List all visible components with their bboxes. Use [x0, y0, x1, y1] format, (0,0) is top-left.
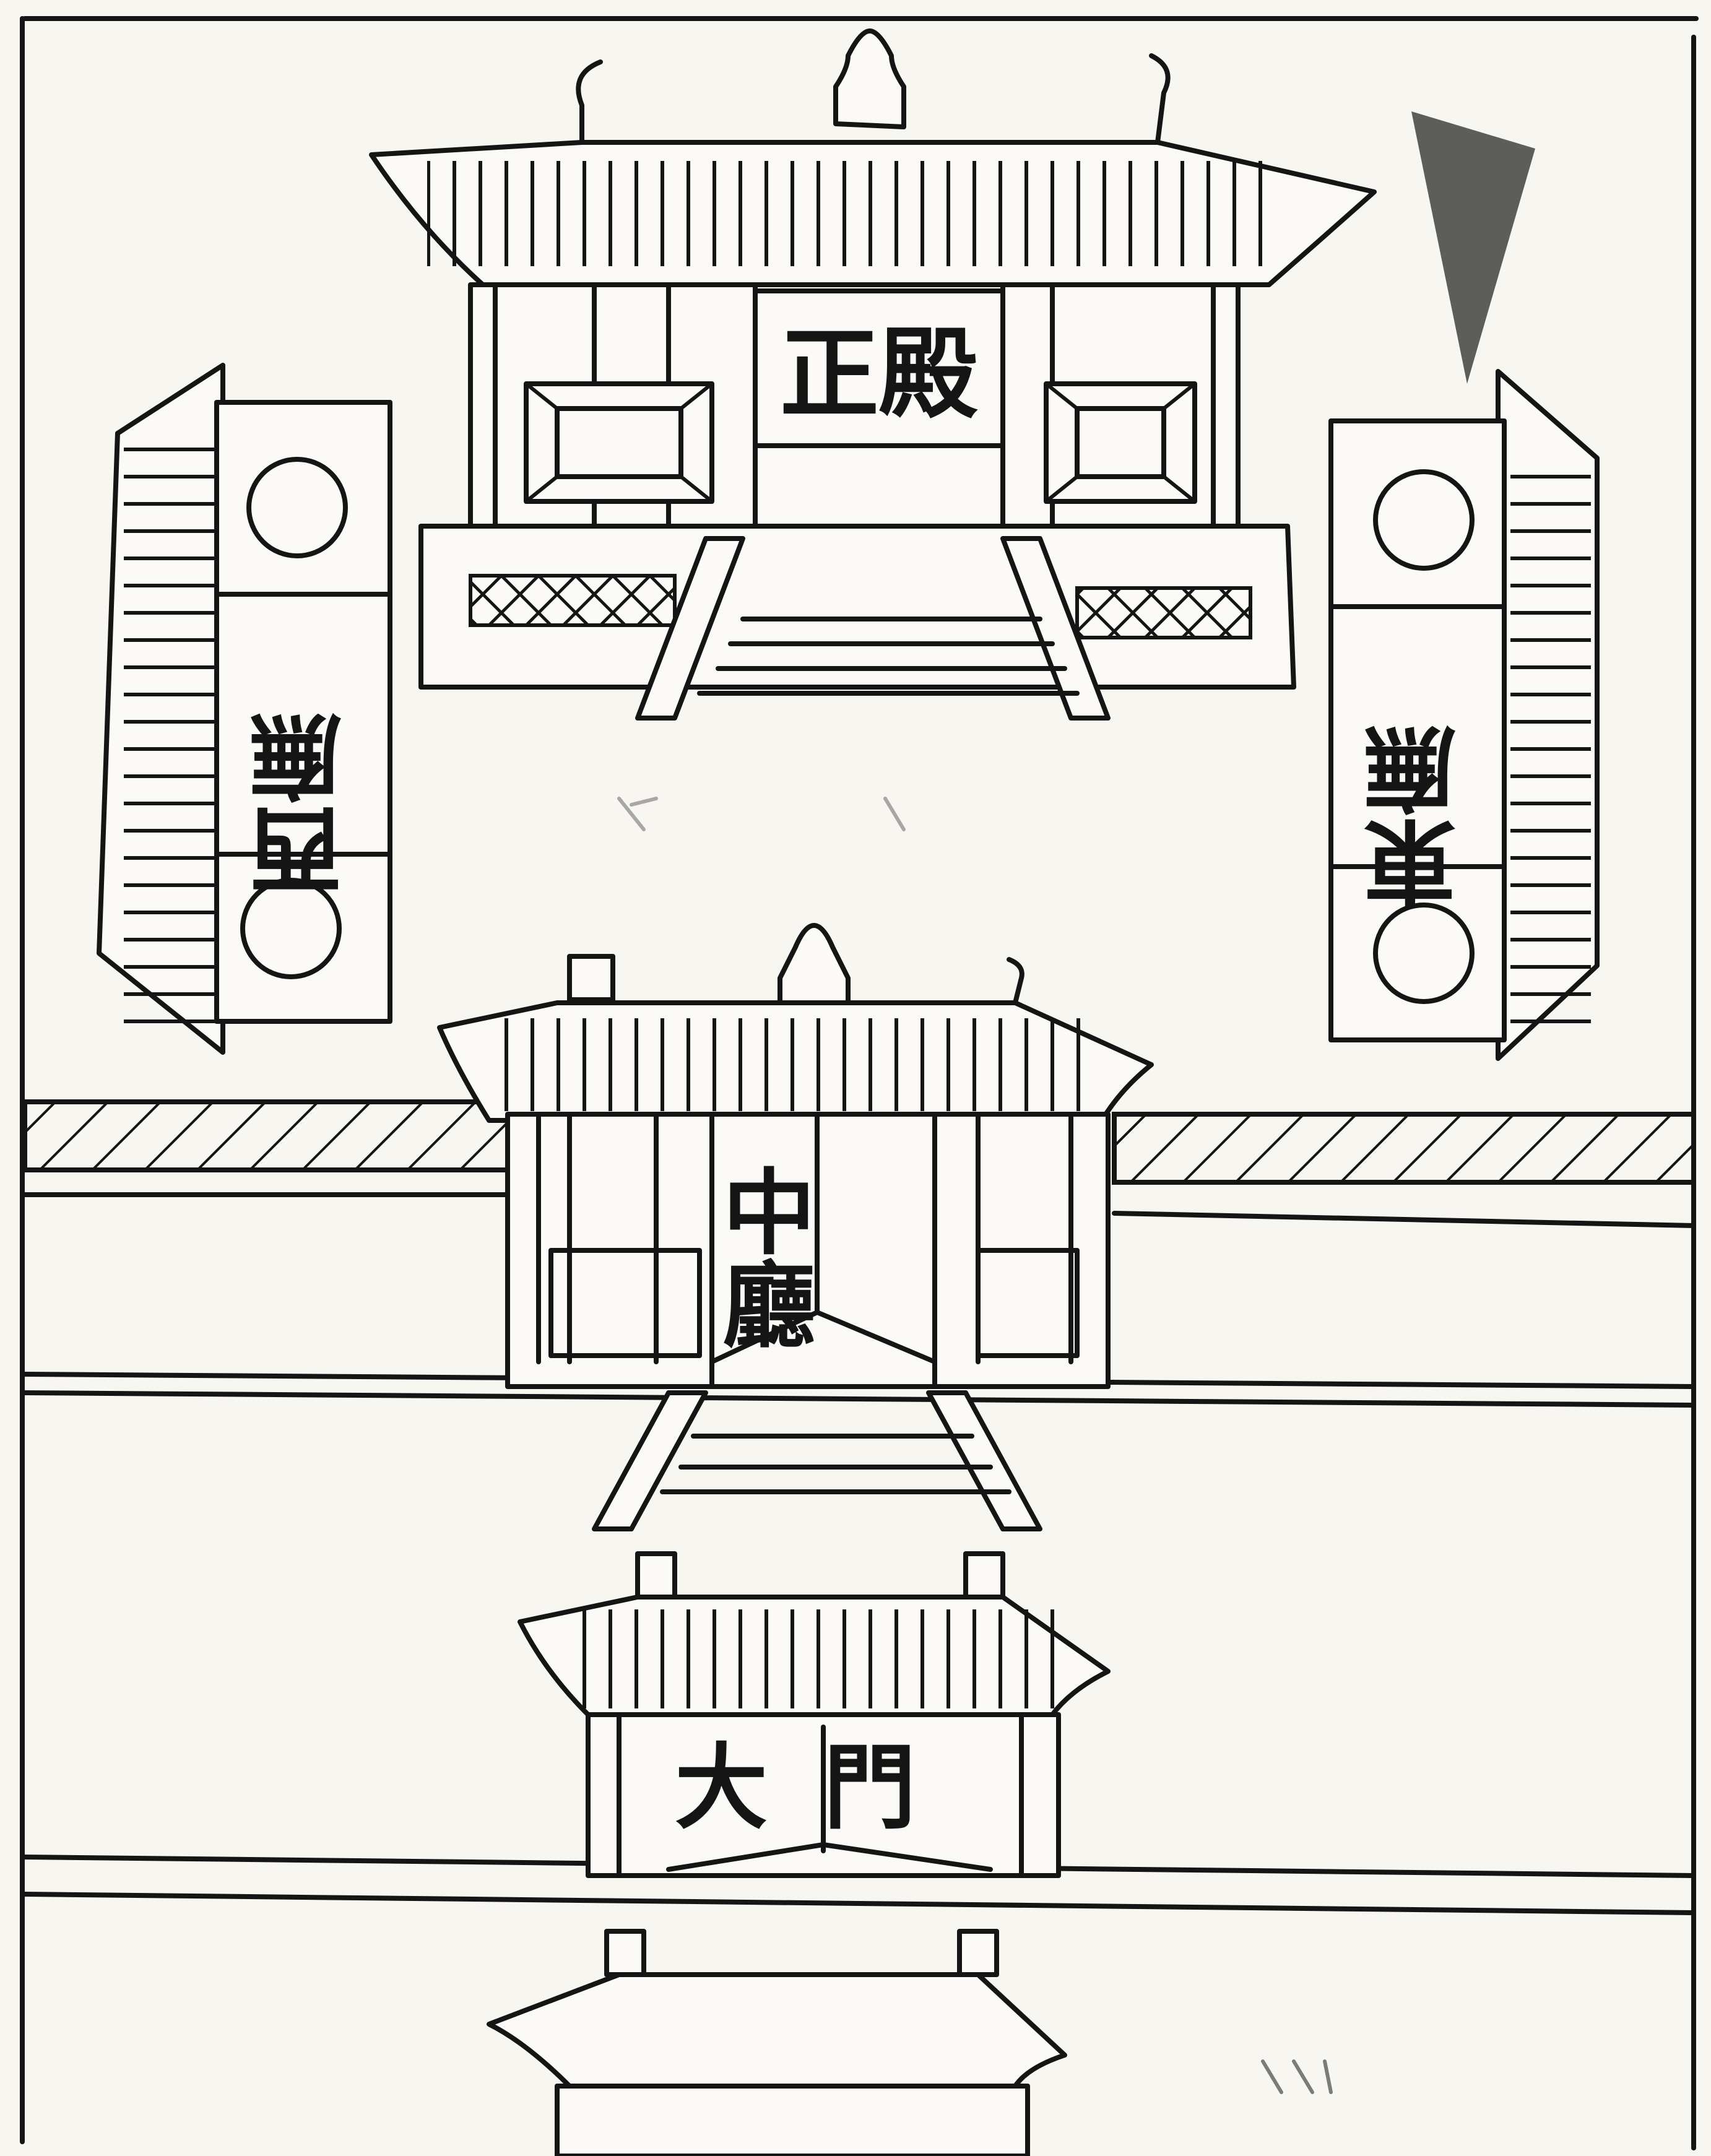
outer-gate: [487, 1929, 1067, 2156]
east-wing: 東廡: [1328, 111, 1600, 1061]
compound-wall: [22, 1099, 1696, 1915]
east-wing-label: 東廡: [1363, 724, 1472, 910]
west-wing: 西廡: [97, 363, 392, 1055]
main-hall: 正殿: [369, 28, 1377, 721]
great-gate-label: 大門: [675, 1733, 972, 1842]
west-wing-label: 西廡: [249, 712, 358, 898]
middle-hall-label: 中廳: [707, 1164, 816, 1349]
middle-hall: 中廳: [437, 923, 1154, 1531]
great-gate: 大門: [518, 1551, 1111, 1878]
main-hall-label: 正殿: [780, 316, 978, 432]
